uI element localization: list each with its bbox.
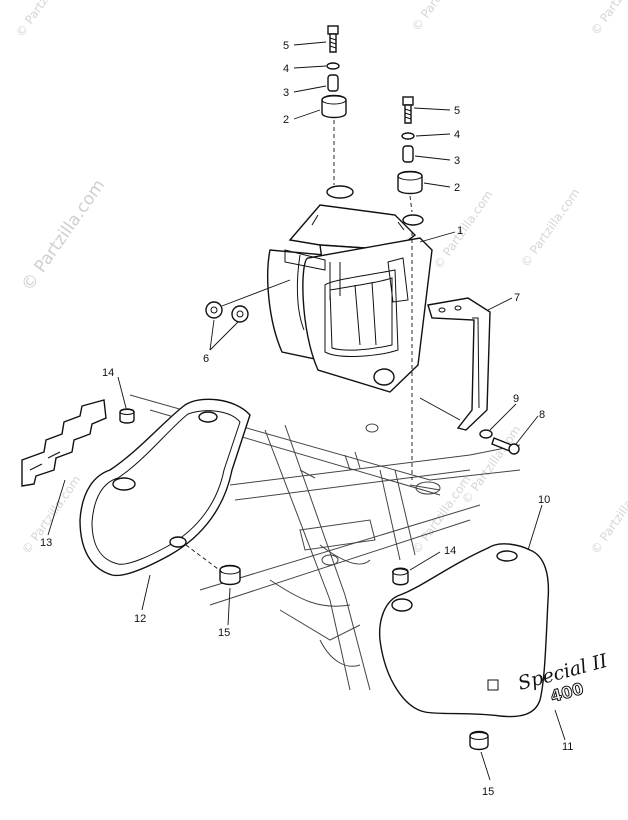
- callout-5-right: 5: [454, 105, 460, 117]
- callout-1: 1: [457, 225, 463, 237]
- fastener-8-9: [479, 429, 520, 455]
- callout-7: 7: [514, 292, 520, 304]
- callout-14-right: 14: [444, 545, 456, 557]
- emblem-plate-13: [21, 399, 107, 487]
- watermark-low-right: © Partzilla.com: [588, 473, 628, 557]
- callout-13: 13: [40, 537, 52, 549]
- collar-right: [402, 145, 414, 163]
- washer-9: [479, 429, 493, 439]
- watermark-top-left: © Partzilla.com: [13, 0, 78, 40]
- grommet-14-right: [392, 567, 409, 586]
- side-cover-right: [378, 543, 550, 718]
- callout-12: 12: [134, 613, 146, 625]
- watermark-top-right: © Partzilla.com: [588, 0, 628, 38]
- grommet-14-left: [119, 408, 135, 424]
- stack-left: [321, 25, 347, 185]
- callout-6: 6: [203, 353, 209, 365]
- bolt-right: [402, 96, 414, 106]
- grommet-6b: [231, 305, 249, 323]
- stack-right: [397, 96, 423, 213]
- callout-15-left: 15: [218, 627, 230, 639]
- callout-3-right: 3: [454, 155, 460, 167]
- watermark-mid-center: © Partzilla.com: [431, 188, 496, 272]
- collar-left: [327, 74, 339, 92]
- callout-14-left: 14: [102, 367, 114, 379]
- leader-lines: [47, 41, 566, 781]
- grommet-15-left: [185, 544, 241, 586]
- washer-right: [401, 132, 415, 140]
- watermark-main: © Partzilla.com: [18, 176, 110, 295]
- grommet-15-right: [469, 730, 489, 751]
- callout-9: 9: [513, 393, 519, 405]
- washer-left: [326, 62, 340, 70]
- callout-4-right: 4: [454, 129, 460, 141]
- callout-8: 8: [539, 409, 545, 421]
- grommet-6a: [205, 301, 223, 319]
- bolt-left: [327, 25, 339, 35]
- grommet-left: [321, 94, 347, 119]
- grommets-6: [205, 279, 291, 323]
- bracket-7: [411, 232, 491, 480]
- watermark-top-center: © Partzilla.com: [409, 0, 474, 34]
- battery-box: [267, 185, 433, 393]
- callout-2-left: 2: [283, 114, 289, 126]
- callout-10: 10: [538, 494, 550, 506]
- callout-15-right: 15: [482, 786, 494, 798]
- side-cover-left: [79, 398, 251, 577]
- callout-3-left: 3: [283, 87, 289, 99]
- callout-5-left: 5: [283, 40, 289, 52]
- callout-4-left: 4: [283, 63, 289, 75]
- callout-11: 11: [562, 741, 573, 753]
- callout-2-right: 2: [454, 182, 460, 194]
- grommet-right: [397, 170, 423, 195]
- callout-labels: 5 4 3 2 5 4 3 2 1 6 7 9 8 10 11 12 13 14…: [40, 40, 573, 798]
- watermark-mid-right: © Partzilla.com: [518, 186, 583, 270]
- watermark-low-center: © Partzilla.com: [409, 473, 474, 557]
